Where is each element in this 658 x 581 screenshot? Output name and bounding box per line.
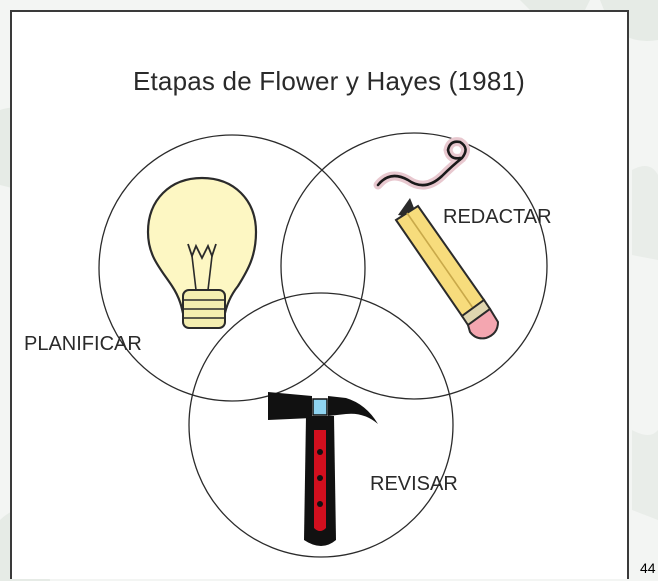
hammer-icon [268, 392, 378, 546]
diagram-title: Etapas de Flower y Hayes (1981) [132, 66, 526, 96]
stage-label-redactar: REDACTAR [443, 206, 552, 228]
page-number: 44 [640, 560, 656, 576]
redactar-circle [280, 132, 548, 400]
pencil-icon [373, 137, 500, 340]
stage-label-revisar: REVISAR [370, 473, 458, 495]
lightbulb-icon [146, 176, 258, 329]
revisar-circle [188, 292, 454, 558]
stage-label-planificar: PLANIFICAR [24, 333, 142, 355]
planificar-circle [98, 134, 366, 402]
